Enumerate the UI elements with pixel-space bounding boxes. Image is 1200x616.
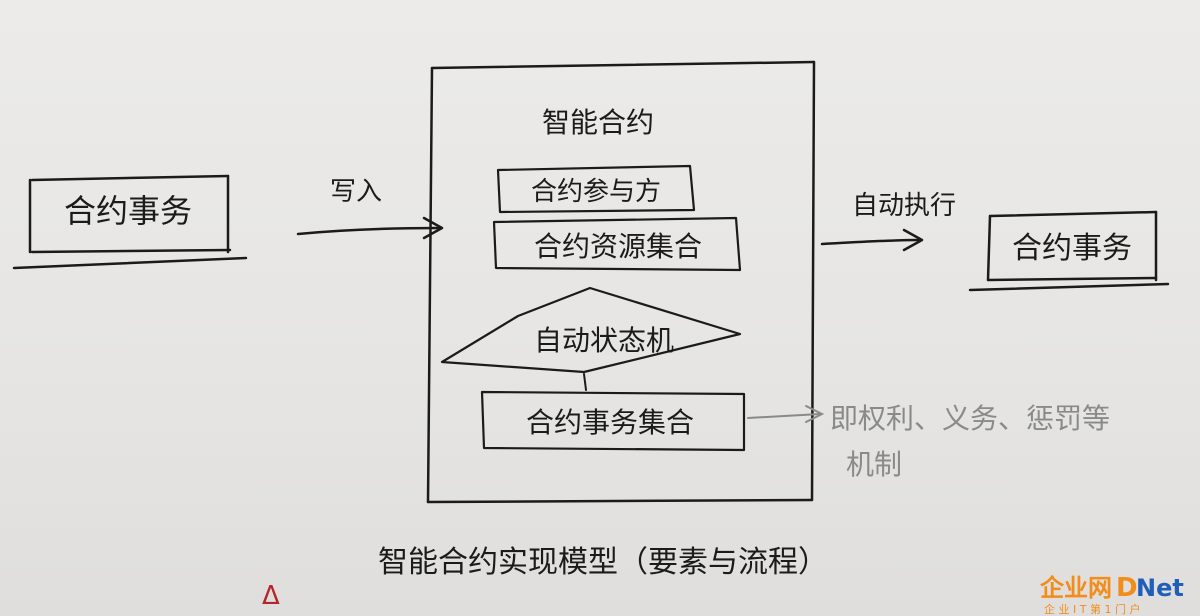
write-arrow-label: 写入 — [330, 177, 382, 207]
parties-label: 合约参与方 — [531, 177, 661, 207]
red-triangle-mark: Δ — [262, 581, 280, 611]
mechanism-note: 即权利、义务、惩罚等 机制 — [747, 402, 1110, 481]
watermark-brand-net: Net — [1136, 574, 1184, 602]
watermark-brand-d: D — [1116, 573, 1138, 603]
watermark-subtitle: 企 业 I T 第 1 门 户 — [1044, 602, 1140, 616]
watermark-logo: 企业网 D Net 企 业 I T 第 1 门 户 — [1040, 573, 1184, 616]
transactions-label: 合约事务集合 — [526, 406, 694, 439]
execute-arrow: 自动执行 — [820, 191, 956, 252]
right-box-label: 合约事务 — [1012, 231, 1132, 266]
note-line2: 机制 — [846, 448, 902, 481]
left-box-label: 合约事务 — [64, 192, 192, 230]
state-machine-diamond: 自动状态机 — [440, 286, 742, 391]
diagram-caption: 智能合约实现模型（要素与流程） — [378, 545, 828, 580]
parties-box: 合约参与方 — [496, 164, 696, 214]
resources-label: 合约资源集合 — [534, 230, 702, 263]
container-title: 智能合约 — [542, 106, 654, 139]
resources-box: 合约资源集合 — [492, 216, 742, 272]
transactions-box: 合约事务集合 — [480, 390, 746, 452]
write-arrow: 写入 — [296, 177, 444, 240]
watermark-brand-cn: 企业网 — [1040, 574, 1112, 602]
note-line1: 即权利、义务、惩罚等 — [830, 402, 1110, 435]
state-machine-label: 自动状态机 — [534, 324, 674, 357]
smart-contract-container: 智能合约 合约参与方 合约资源集合 自动状态机 合约事务集合 — [426, 60, 816, 504]
left-transaction-box: 合约事务 — [12, 174, 248, 270]
execute-arrow-label: 自动执行 — [852, 191, 956, 221]
right-transaction-box: 合约事务 — [968, 210, 1170, 292]
